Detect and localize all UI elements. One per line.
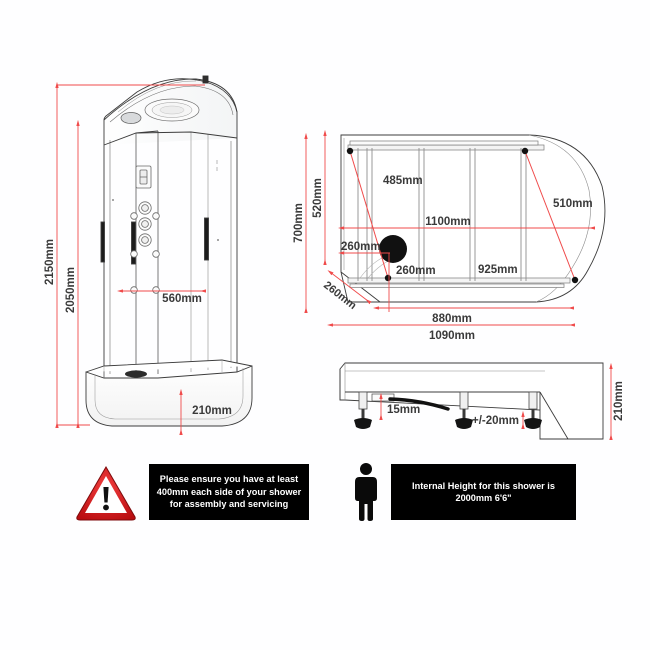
control-panel — [130, 165, 160, 294]
person-icon — [353, 461, 379, 523]
notice-assembly: Please ensure you have at least 400mm ea… — [75, 461, 309, 523]
dimension-label-700: 700mm — [293, 203, 305, 243]
notice-assembly-text: Please ensure you have at least 400mm ea… — [149, 464, 309, 520]
cabin-body — [100, 75, 238, 378]
panel-dot — [112, 199, 114, 201]
dimension-label-1090: 1090mm — [429, 330, 475, 342]
base-profile-view: 15mm +/-20mm 210mm — [339, 362, 625, 441]
dimension-label-2050: 2050mm — [65, 267, 77, 313]
dimension-label-2150: 2150mm — [44, 239, 56, 285]
adjustable-legs — [354, 391, 542, 429]
leg — [354, 391, 372, 429]
plan-view: 485mm 510mm 700mm 520mm 1100mm 260mm 260… — [293, 129, 606, 342]
dimension-260mm-vertical — [388, 253, 390, 312]
leg — [524, 391, 542, 429]
dimension-label-510: 510mm — [553, 198, 593, 210]
dimension-label-260-vertical: 260mm — [396, 265, 436, 277]
dimension-label-560: 560mm — [162, 293, 202, 305]
plan-bottom-track — [347, 277, 571, 288]
front-elevation-view: 2150mm 2050mm 560mm 210mm — [44, 75, 253, 436]
notice-height-line: Internal Height for this shower is 2000m… — [412, 480, 555, 503]
warning-triangle-icon — [75, 461, 137, 523]
door-swing-lines — [349, 150, 576, 281]
leg — [455, 391, 473, 429]
dimension-label-260-horizontal: 260mm — [341, 241, 381, 253]
dimension-label-210-base: 210mm — [613, 381, 625, 421]
waste-hose — [371, 393, 450, 411]
dimension-260mm-diagonal — [327, 270, 372, 305]
dimension-label-485: 485mm — [383, 175, 423, 187]
notice-height-text: Internal Height for this shower is 2000m… — [391, 464, 576, 520]
dimension-label-520: 520mm — [312, 178, 324, 218]
plan-panel-lines — [357, 148, 527, 281]
plan-drain — [379, 235, 407, 263]
plan-top-track — [347, 140, 545, 151]
dimension-label-880: 880mm — [432, 313, 472, 325]
dimension-label-1100: 1100mm — [425, 216, 470, 228]
plan-outline — [340, 134, 606, 303]
dimension-2150mm — [55, 81, 205, 429]
notice-assembly-line: Please ensure you have at least 400mm ea… — [156, 474, 302, 510]
notice-bar: Please ensure you have at least 400mm ea… — [0, 455, 650, 535]
notice-height: Internal Height for this shower is 2000m… — [353, 461, 576, 523]
shower-tray — [85, 359, 253, 427]
dimension-label-15: 15mm — [387, 404, 420, 416]
panel-dot — [217, 239, 219, 241]
base-body — [339, 362, 604, 440]
door-pivot-dots — [346, 147, 579, 284]
dimension-label-925: 925mm — [478, 264, 518, 276]
dimension-label-210-tray: 210mm — [192, 405, 232, 417]
dimension-label-20: +/-20mm — [472, 415, 519, 427]
